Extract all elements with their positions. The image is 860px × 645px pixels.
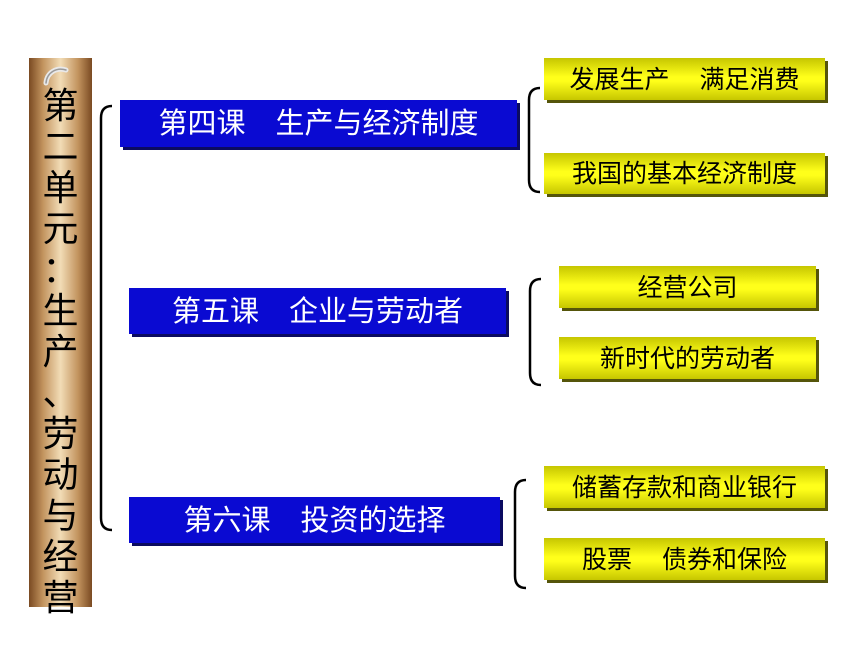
lesson-6-name: 投资的选择 <box>300 502 446 537</box>
topic-text: 我国的基本经济制度 <box>571 159 797 188</box>
unit-title-char: 营 <box>42 578 79 619</box>
topic-text: 经营公司 <box>637 272 738 302</box>
unit-title-char: 、 <box>42 373 79 414</box>
topic-text: 储蓄存款和商业银行 <box>571 472 797 502</box>
lesson-4-number: 第四课 <box>158 106 246 140</box>
main-bracket <box>99 104 113 532</box>
unit-title-char: 劳 <box>42 414 79 455</box>
unit-title-char: 元 <box>42 209 79 250</box>
topic-text: 发展生产 <box>569 64 670 94</box>
unit-title-char: 动 <box>42 455 79 496</box>
unit-title-char: 单 <box>42 168 79 209</box>
lesson-4-bracket <box>527 86 541 194</box>
lesson-5-number: 第五课 <box>171 293 259 328</box>
unit-title-char: 生 <box>42 291 79 332</box>
lesson-6-number: 第六课 <box>183 502 271 537</box>
unit-title-char: 经 <box>42 537 79 578</box>
lesson-6-topic-1[interactable]: 储蓄存款和商业银行 <box>544 466 825 508</box>
unit-title-char: 第 <box>42 86 79 127</box>
lesson-5-name: 企业与劳动者 <box>289 293 464 328</box>
lesson-4-topic-1[interactable]: 发展生产满足消费 <box>544 58 825 100</box>
swirl-ornament-icon <box>43 66 69 86</box>
topic-text: 满足消费 <box>699 64 800 94</box>
lesson-6-topic-2[interactable]: 股票债券和保险 <box>544 538 825 580</box>
lesson-4-box[interactable]: 第四课生产与经济制度 <box>120 100 517 147</box>
topic-text: 债券和保险 <box>662 544 788 574</box>
unit-title-char: 产 <box>42 332 79 373</box>
lesson-4-name: 生产与经济制度 <box>275 106 479 140</box>
unit-title-bar: 第 二 单 元 ： 生 产 、 劳 动 与 经 营 <box>29 58 92 619</box>
unit-title-char: 二 <box>42 127 79 168</box>
lesson-4-topic-2[interactable]: 我国的基本经济制度 <box>544 153 825 194</box>
lesson-5-bracket <box>528 277 542 387</box>
lesson-5-topic-1[interactable]: 经营公司 <box>559 266 816 308</box>
lesson-6-box[interactable]: 第六课投资的选择 <box>129 497 500 543</box>
unit-title-char: ： <box>42 250 79 291</box>
lesson-6-bracket <box>513 478 527 590</box>
lesson-5-box[interactable]: 第五课企业与劳动者 <box>129 288 506 334</box>
topic-text: 股票 <box>581 544 632 574</box>
topic-text: 新时代的劳动者 <box>599 343 775 373</box>
lesson-5-topic-2[interactable]: 新时代的劳动者 <box>559 337 816 379</box>
unit-title: 第 二 单 元 ： 生 产 、 劳 动 与 经 营 <box>29 86 92 619</box>
unit-title-char: 与 <box>42 496 79 537</box>
